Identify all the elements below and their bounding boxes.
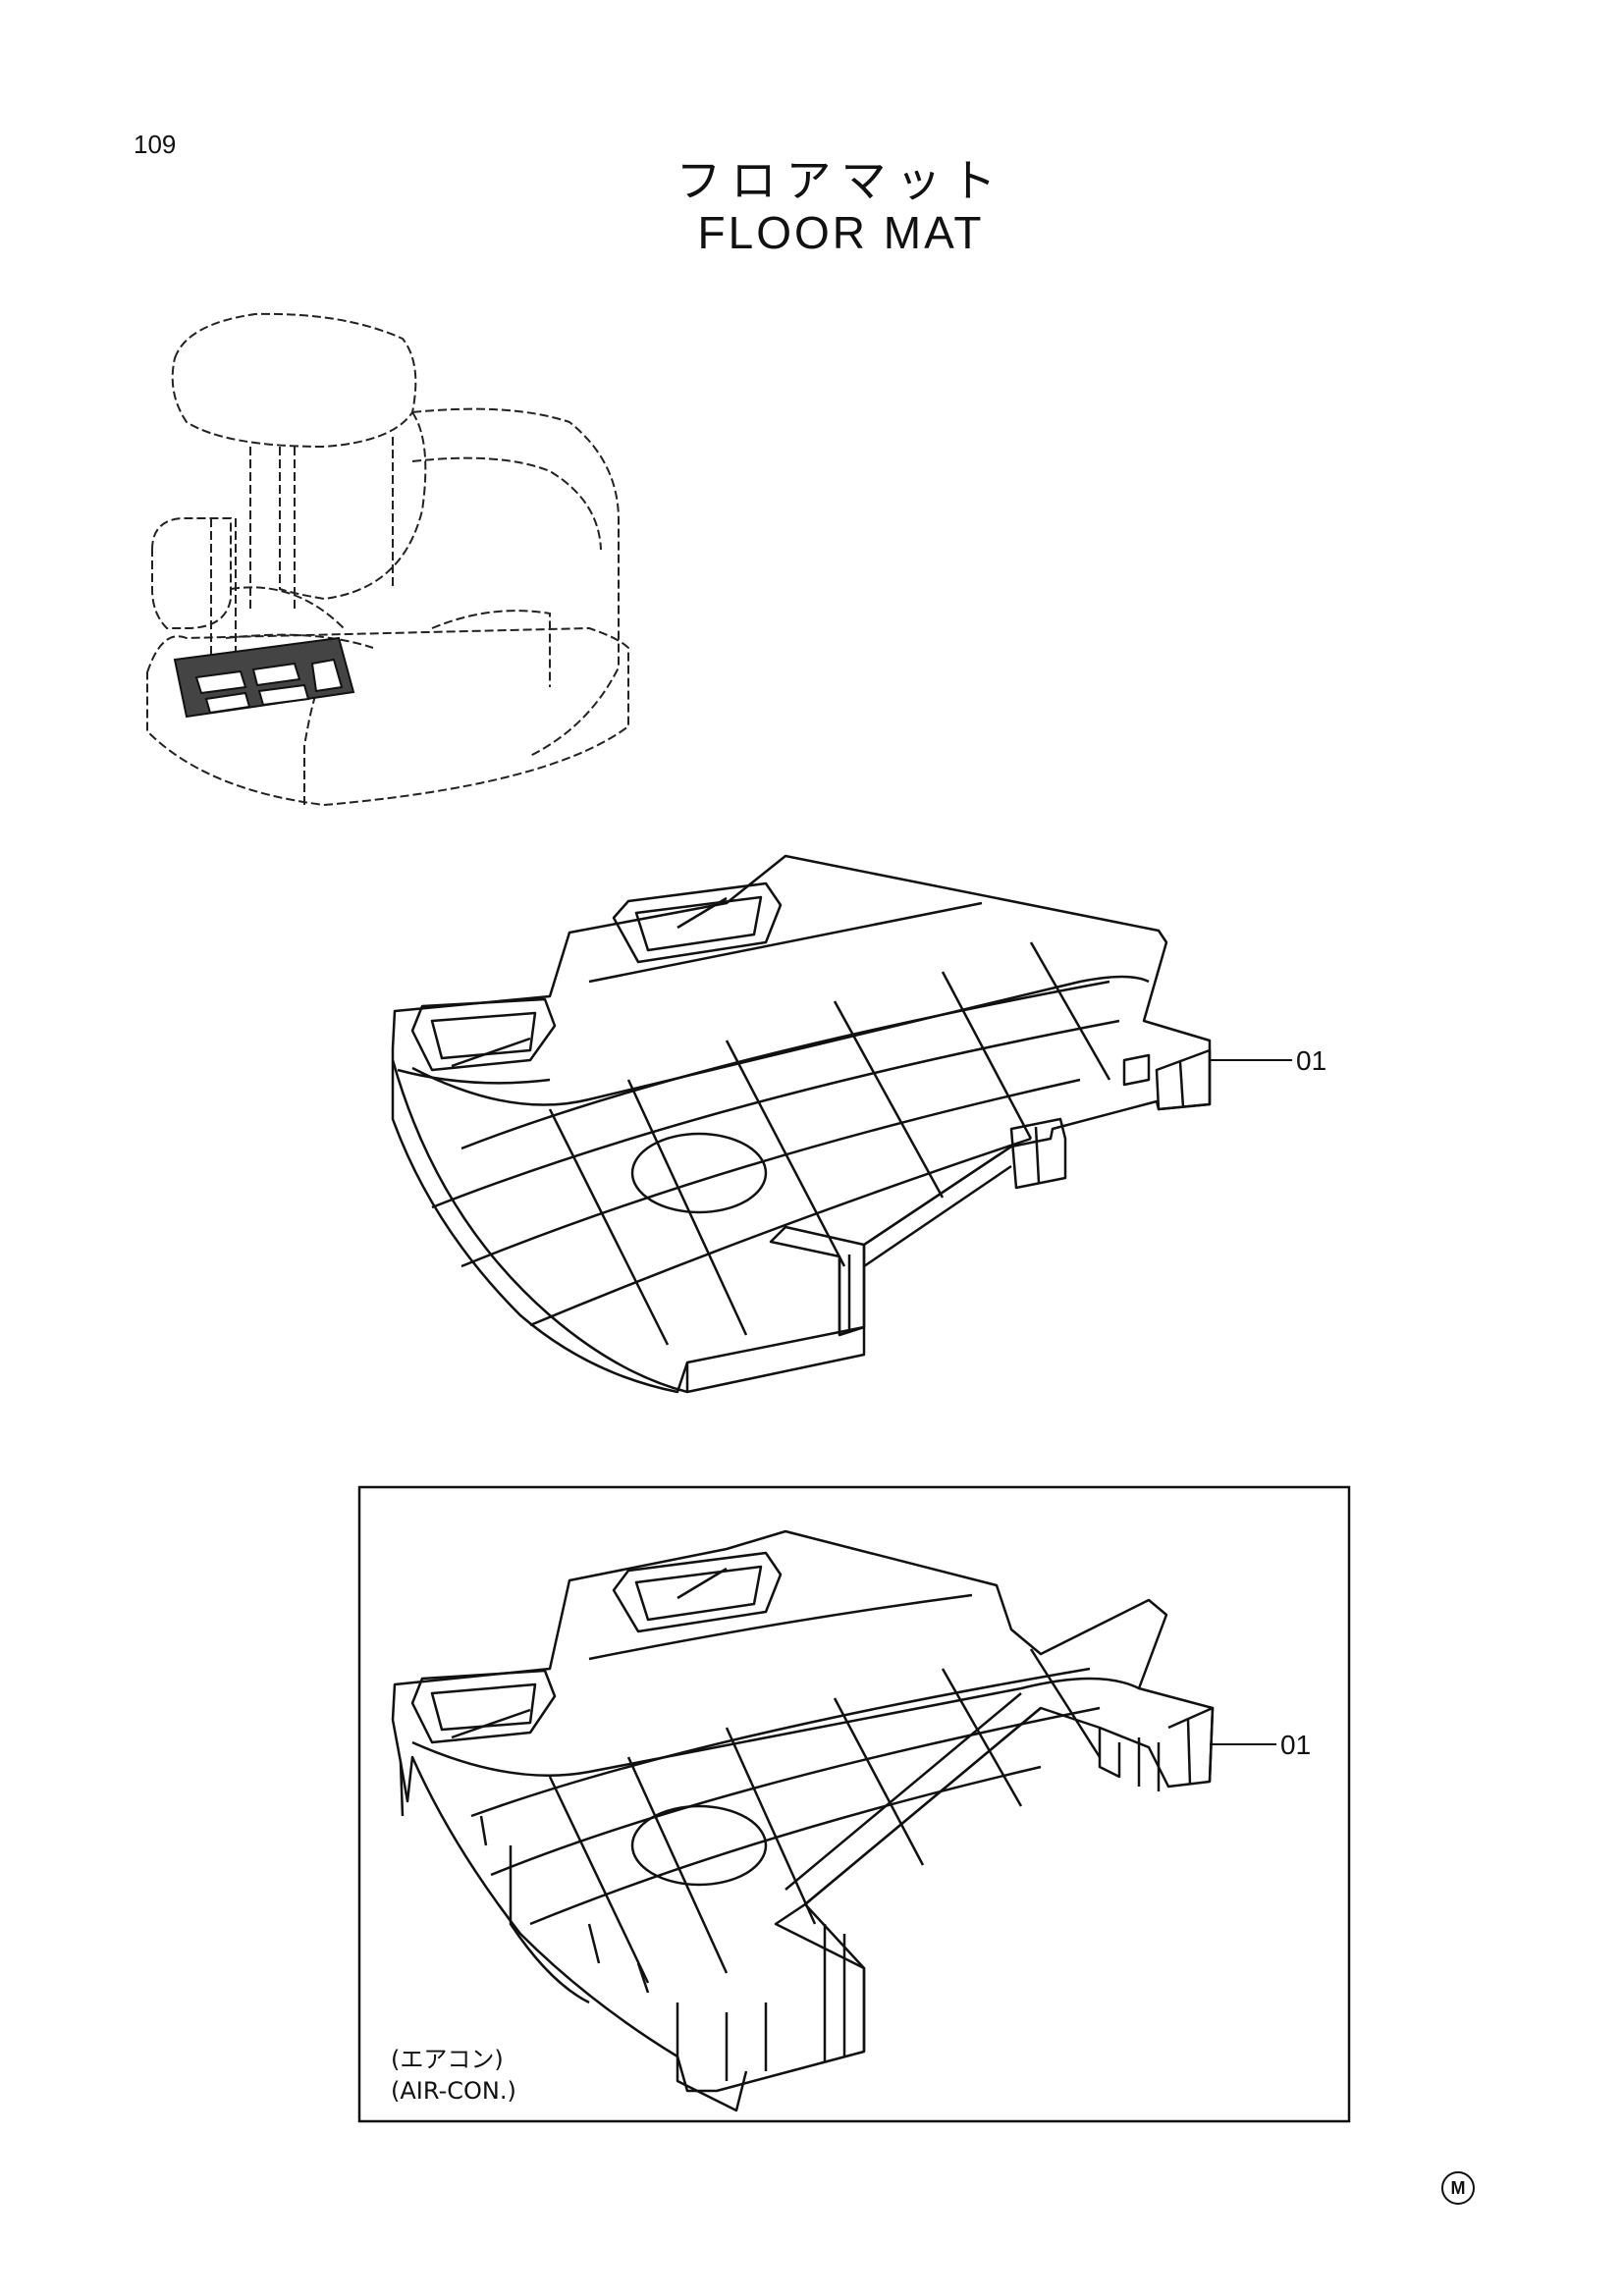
callout-standard: 01	[1296, 1045, 1326, 1076]
aircon-label-english: (AIR-CON.)	[391, 2077, 516, 2105]
aircon-variant-label: (エアコン) (AIR-CON.)	[391, 2044, 516, 2107]
floor-mat-aircon	[391, 1529, 1215, 2112]
m-mark-icon: M	[1441, 2171, 1475, 2205]
page-title-japanese: フロアマット	[676, 154, 1006, 207]
page-number: 109	[134, 130, 177, 159]
aircon-variant-frame	[357, 1485, 1351, 2123]
aircon-label-japanese: (エアコン)	[391, 2046, 504, 2073]
page-title-english: FLOOR MAT	[697, 207, 985, 258]
cab-location-view	[146, 312, 629, 807]
floor-mat-standard	[391, 854, 1212, 1394]
callout-aircon: 01	[1280, 1730, 1311, 1760]
floor-mat-highlight	[173, 636, 355, 719]
